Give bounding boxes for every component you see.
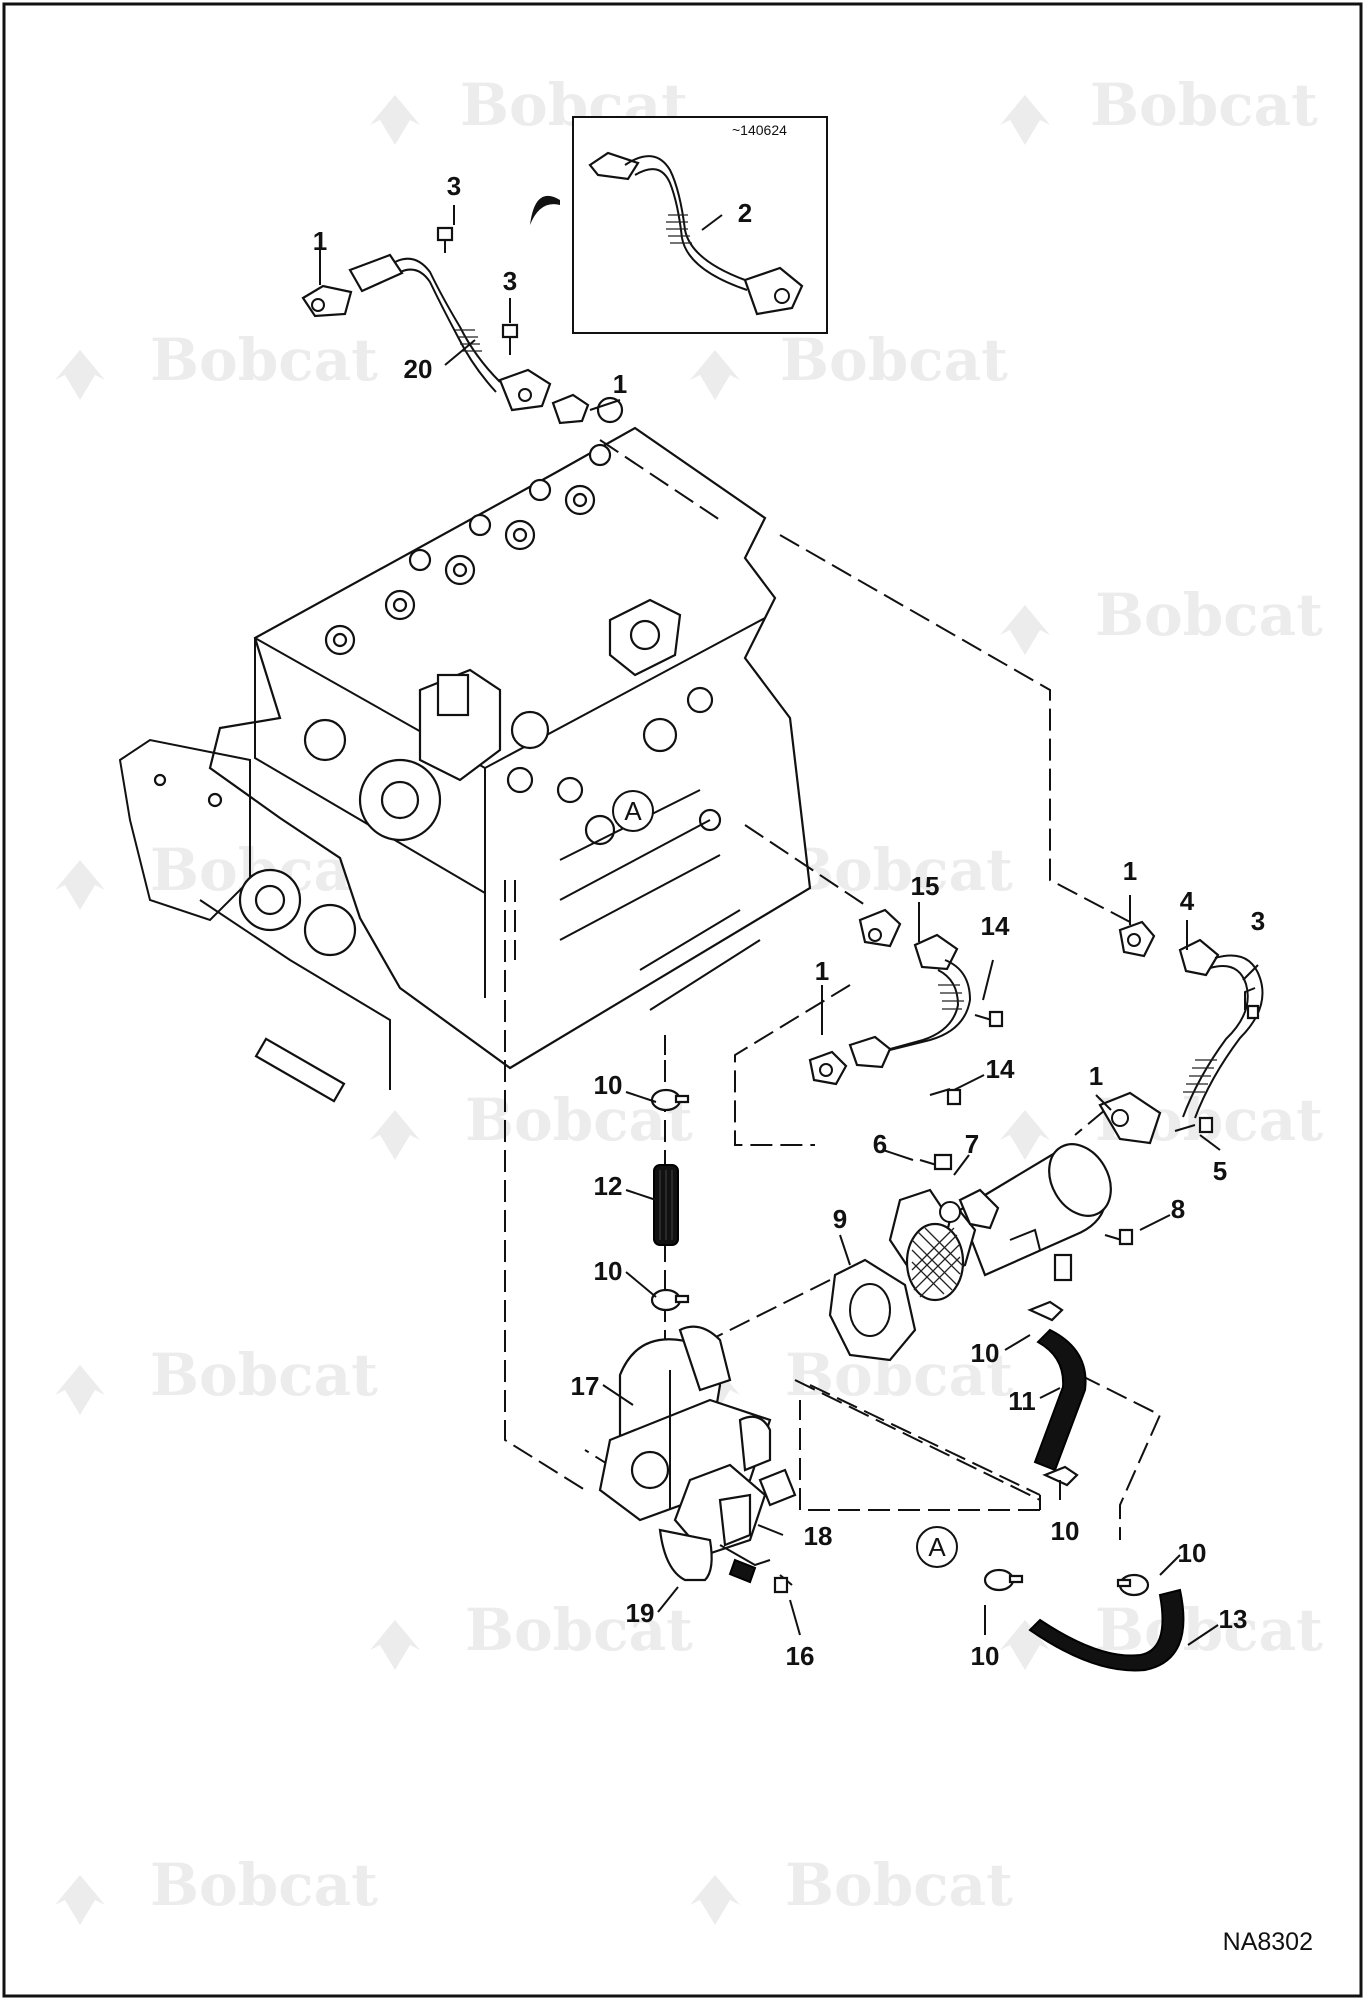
callout-12-hose: 12	[594, 1171, 623, 1201]
callout-a-hose: A	[916, 1526, 958, 1568]
hose-11	[1027, 1300, 1087, 1487]
inset-serial-label: ~140624	[732, 122, 787, 138]
assembly-lines	[504, 439, 1162, 1540]
watermark-text: Bobcat	[1090, 71, 1318, 139]
callout-10-clamp: 10	[971, 1641, 1000, 1671]
callout-13-hose: 13	[1219, 1604, 1248, 1634]
callout-10-clamp: 10	[1051, 1516, 1080, 1546]
callout-a-label: A	[928, 1532, 946, 1562]
callout-2-pipe: 2	[738, 198, 752, 228]
callout-3-bolt: 3	[503, 266, 517, 296]
callout-14-bolt: 14	[986, 1054, 1015, 1084]
callout-19: 19	[626, 1598, 655, 1628]
callout-15-pipe: 15	[911, 871, 940, 901]
leader-lines	[319, 205, 1259, 1646]
callout-7-cooler: 7	[965, 1129, 979, 1159]
callout-1-gasket: 1	[613, 369, 627, 399]
egr-pipe-15	[808, 908, 1004, 1106]
callout-10-clamp: 10	[594, 1256, 623, 1286]
callout-10-clamp: 10	[1178, 1538, 1207, 1568]
callout-16-bolt: 16	[786, 1641, 815, 1671]
figure-id: NA8302	[1223, 1928, 1313, 1956]
callout-6-bolt: 6	[873, 1129, 887, 1159]
watermark-text: Bobcat	[780, 326, 1008, 394]
callout-1-gasket: 1	[1123, 856, 1137, 886]
egr-valve	[598, 1325, 797, 1594]
callout-labels: 1 3 3 20 1 2 1 15 14 1 14 1 4 3 1 5 6 7 …	[313, 171, 1265, 1671]
callout-8-bolt: 8	[1171, 1194, 1185, 1224]
egr-pipe-4	[1118, 920, 1264, 1119]
cooler-mesh	[905, 1222, 965, 1302]
inset-alternate-pipe: ~140624	[530, 116, 828, 334]
callout-10-clamp: 10	[594, 1070, 623, 1100]
egr-cooler	[888, 1091, 1214, 1302]
callout-18: 18	[804, 1521, 833, 1551]
callout-a-label: A	[624, 796, 642, 826]
hose-13	[983, 1568, 1185, 1672]
watermark-text: Bobcat	[1095, 581, 1323, 649]
callout-20-pipe: 20	[404, 354, 433, 384]
watermark-text: Bobcat	[150, 326, 378, 394]
callout-3-bolt: 3	[447, 171, 461, 201]
callout-1-gasket: 1	[313, 226, 327, 256]
callout-a-engine: A	[612, 790, 654, 832]
watermark-text: Bobcat	[150, 1851, 378, 1919]
watermark-text: Bobcat	[785, 1851, 1013, 1919]
callout-14-bolt: 14	[981, 911, 1010, 941]
watermark-layer: Bobcat Bobcat Bobcat Bobcat Bobcat Bobca…	[55, 71, 1323, 1925]
callout-1-gasket: 1	[815, 956, 829, 986]
cylinder-head-ports	[324, 396, 624, 656]
callout-3-bolt: 3	[1251, 906, 1265, 936]
callout-17-egr-valve: 17	[571, 1371, 600, 1401]
watermark-text: Bobcat	[785, 836, 1013, 904]
gasket-9	[828, 1258, 917, 1362]
callout-4-pipe: 4	[1180, 886, 1195, 916]
hose-12	[650, 1088, 690, 1312]
callout-10-clamp: 10	[971, 1338, 1000, 1368]
pipe-assembly-top	[301, 226, 590, 425]
watermark-text: Bobcat	[465, 1596, 693, 1664]
watermark-text: Bobcat	[150, 1341, 378, 1409]
callout-9-gasket: 9	[833, 1204, 847, 1234]
callout-5-bolt: 5	[1213, 1156, 1227, 1186]
engine-block	[118, 396, 812, 1103]
callout-11-hose: 11	[1008, 1386, 1036, 1416]
callout-1-gasket: 1	[1089, 1061, 1103, 1091]
watermark-text: Bobcat	[785, 1341, 1013, 1409]
